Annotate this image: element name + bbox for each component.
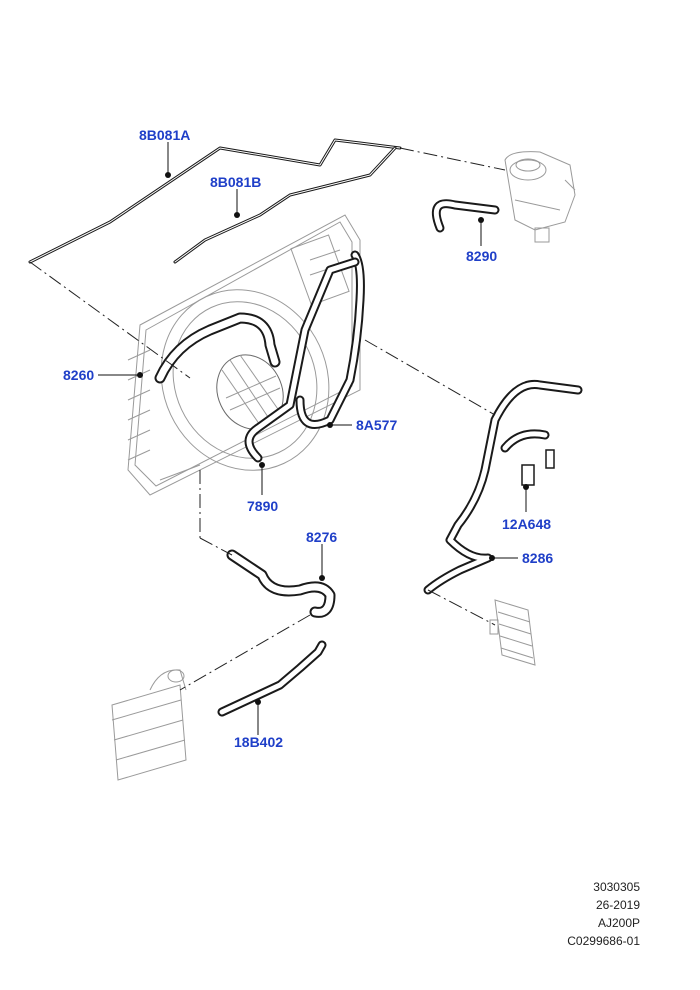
hoses (28, 138, 583, 717)
connection-lines (29, 147, 506, 691)
leader-lines (98, 142, 529, 735)
oil-cooler (489, 599, 536, 666)
expansion-tank (504, 151, 576, 243)
drawing-reference-block: 3030305 26-2019 AJ200P C0299686-01 (567, 878, 640, 950)
label-8286: 8286 (522, 550, 553, 566)
radiator-fan-assembly (127, 214, 361, 496)
label-8a577: 8A577 (356, 417, 397, 433)
label-7890: 7890 (247, 498, 278, 514)
reference-line-2: 26-2019 (595, 898, 640, 912)
temperature-sensor-12a648 (521, 449, 555, 486)
label-12a648: 12A648 (502, 516, 551, 532)
label-8290: 8290 (466, 248, 497, 264)
reference-line-4: C0299686-01 (567, 934, 640, 948)
label-8260: 8260 (63, 367, 94, 383)
part-labels: 8B081A 8B081B 8290 8260 8A577 7890 8276 … (63, 127, 553, 750)
label-8b081b: 8B081B (210, 174, 261, 190)
reference-line-3: AJ200P (597, 916, 640, 930)
label-8b081a: 8B081A (139, 127, 190, 143)
label-18b402: 18B402 (234, 734, 283, 750)
intercooler (111, 669, 187, 781)
reference-line-1: 3030305 (593, 880, 640, 894)
label-8276: 8276 (306, 529, 337, 545)
